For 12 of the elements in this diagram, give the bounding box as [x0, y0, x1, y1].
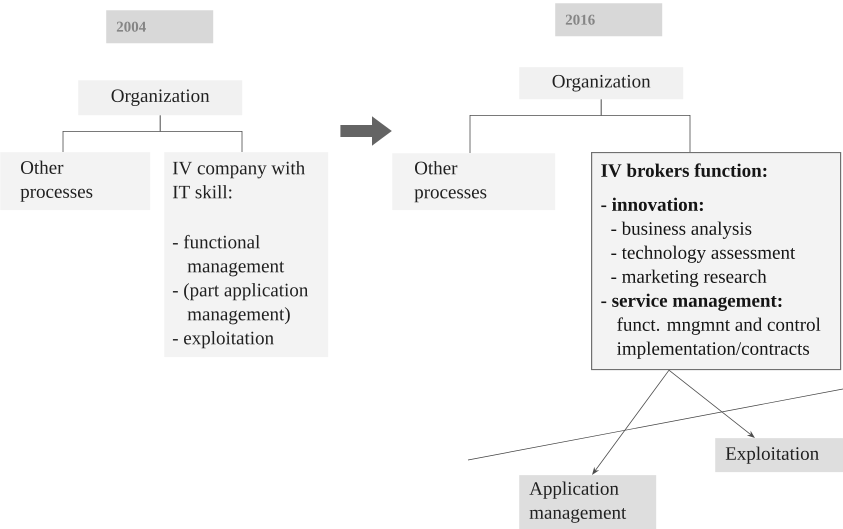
- function-box: IV company with IT skill: - functional management - (part application management) - exploitation: [164, 152, 328, 358]
- result-box: Application management: [519, 475, 656, 529]
- connector-line: [600, 99, 690, 152]
- process-box: Other processes: [392, 153, 556, 210]
- connector-line: [160, 115, 242, 152]
- process-box: Other processes: [0, 152, 150, 210]
- function-box: IV brokers function: - innovation: - business analysis - technology assessment - marketing research - service management: funct. mngmnt and control implementation/contracts: [591, 152, 842, 370]
- organization-box: Organization: [78, 80, 242, 116]
- result-box: Exploitation: [715, 438, 843, 472]
- year-label: 2004: [106, 10, 214, 44]
- organization-box: Organization: [519, 67, 684, 100]
- year-label: 2016: [555, 3, 662, 36]
